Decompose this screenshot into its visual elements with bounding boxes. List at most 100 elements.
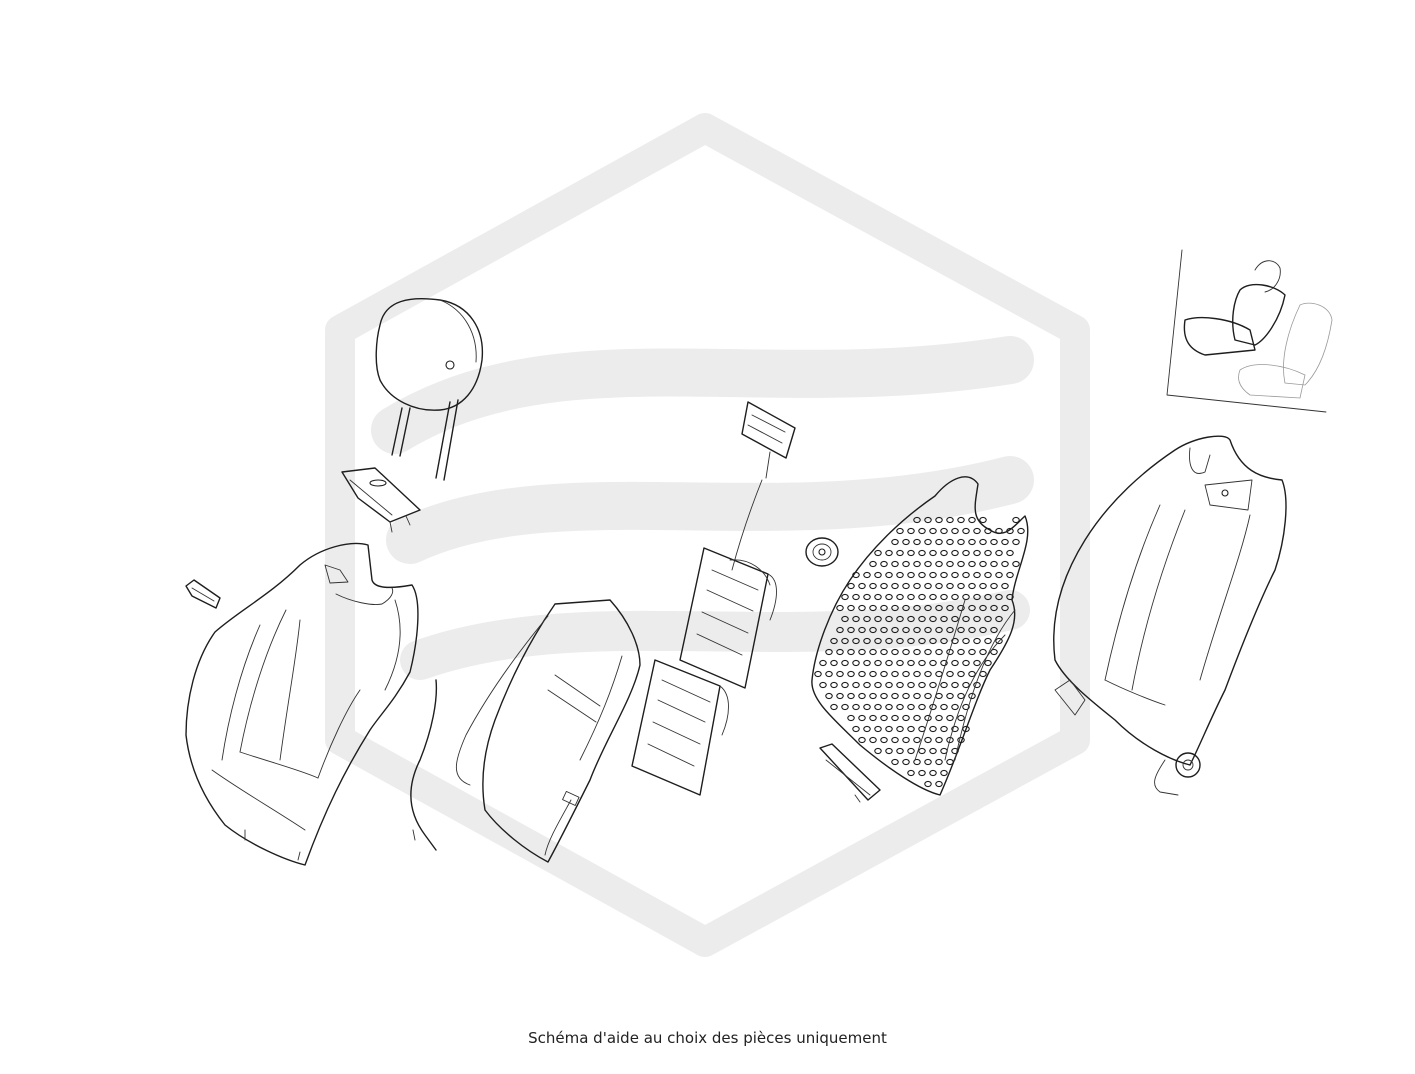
- headrest-part[interactable]: [375, 297, 484, 481]
- perforation-hole: [852, 725, 860, 733]
- perforation-hole: [874, 681, 882, 689]
- perforation-hole: [902, 758, 910, 766]
- perforation-hole: [1017, 527, 1025, 535]
- perforation-hole: [968, 516, 976, 524]
- perforation-hole: [880, 648, 888, 656]
- perforation-hole: [1006, 593, 1014, 601]
- perforation-hole: [913, 626, 921, 634]
- perforation-hole: [863, 659, 871, 667]
- perforation-hole: [935, 604, 943, 612]
- perforation-hole: [957, 604, 965, 612]
- perforation-hole: [962, 725, 970, 733]
- perforation-hole: [902, 670, 910, 678]
- perforation-hole: [951, 615, 959, 623]
- perforated-back-frame[interactable]: [811, 476, 1029, 796]
- perforation-hole: [929, 681, 937, 689]
- perforation-hole: [869, 670, 877, 678]
- perforation-hole: [984, 549, 992, 557]
- perforation-hole: [924, 626, 932, 634]
- perforation-hole: [880, 582, 888, 590]
- perforation-hole: [863, 681, 871, 689]
- perforation-hole: [1006, 549, 1014, 557]
- perforation-hole: [951, 593, 959, 601]
- perforation-hole: [962, 703, 970, 711]
- perforation-hole: [907, 615, 915, 623]
- perforation-hole: [913, 648, 921, 656]
- perforation-hole: [951, 637, 959, 645]
- lumbar-mat-lower[interactable]: [631, 659, 729, 796]
- perforation-hole: [896, 571, 904, 579]
- perforation-hole: [995, 549, 1003, 557]
- perforation-hole: [902, 692, 910, 700]
- perforation-hole: [935, 670, 943, 678]
- perforation-hole: [951, 725, 959, 733]
- perforation-hole: [962, 527, 970, 535]
- perforation-hole: [1001, 582, 1009, 590]
- perforation-hole: [907, 725, 915, 733]
- perforation-hole: [973, 659, 981, 667]
- perforation-hole: [869, 692, 877, 700]
- perforation-hole: [984, 593, 992, 601]
- perforation-hole: [995, 615, 1003, 623]
- headrest-guide-bracket[interactable]: [341, 467, 421, 533]
- perforation-hole: [990, 538, 998, 546]
- perforation-hole: [946, 758, 954, 766]
- lumbar-mat-upper[interactable]: [679, 547, 777, 689]
- perforation-hole: [935, 714, 943, 722]
- perforation-hole: [951, 527, 959, 535]
- assembled-seat-back[interactable]: [1053, 435, 1287, 796]
- perforation-hole: [869, 648, 877, 656]
- perforation-hole: [957, 736, 965, 744]
- perforation-hole: [869, 736, 877, 744]
- seat-back-cover[interactable]: [185, 542, 419, 866]
- perforation-hole: [995, 527, 1003, 535]
- perforation-hole: [918, 637, 926, 645]
- perforation-hole: [880, 626, 888, 634]
- perforation-hole: [940, 615, 948, 623]
- perforation-hole: [979, 560, 987, 568]
- fan-speaker-part[interactable]: [805, 537, 839, 567]
- perforation-hole: [913, 736, 921, 744]
- perforation-hole: [880, 560, 888, 568]
- perforation-hole: [907, 571, 915, 579]
- electronic-module-part[interactable]: [819, 743, 881, 803]
- perforation-hole: [918, 703, 926, 711]
- perforation-hole: [825, 670, 833, 678]
- perforation-hole: [940, 659, 948, 667]
- perforation-hole: [836, 648, 844, 656]
- perforation-hole: [847, 582, 855, 590]
- perforation-hole: [1006, 571, 1014, 579]
- perforation-hole: [907, 659, 915, 667]
- perforation-hole: [962, 637, 970, 645]
- perforation-hole: [852, 681, 860, 689]
- perforation-hole: [814, 670, 822, 678]
- perforation-hole: [940, 769, 948, 777]
- wire-harness-left[interactable]: [410, 679, 438, 851]
- perforation-hole: [946, 604, 954, 612]
- perforation-hole: [924, 516, 932, 524]
- perforation-hole: [874, 703, 882, 711]
- perforation-hole: [891, 648, 899, 656]
- perforation-hole: [935, 582, 943, 590]
- perforation-hole: [902, 736, 910, 744]
- perforation-hole: [979, 582, 987, 590]
- perforation-hole: [946, 516, 954, 524]
- watermark-logo: [325, 113, 1090, 957]
- perforation-hole: [880, 714, 888, 722]
- perforation-hole: [929, 593, 937, 601]
- seat-back-rear-panel[interactable]: [456, 599, 641, 863]
- perforation-hole: [940, 637, 948, 645]
- perforation-hole: [929, 637, 937, 645]
- perforation-hole: [907, 747, 915, 755]
- perforation-hole: [836, 692, 844, 700]
- perforation-hole: [852, 637, 860, 645]
- perforation-hole: [995, 571, 1003, 579]
- perforation-hole: [924, 648, 932, 656]
- switch-clip-part[interactable]: [185, 579, 221, 609]
- perforation-hole: [979, 516, 987, 524]
- perforation-hole: [957, 582, 965, 590]
- perforation-hole: [924, 582, 932, 590]
- perforation-hole: [962, 571, 970, 579]
- perforation-hole: [924, 736, 932, 744]
- perforation-hole: [929, 571, 937, 579]
